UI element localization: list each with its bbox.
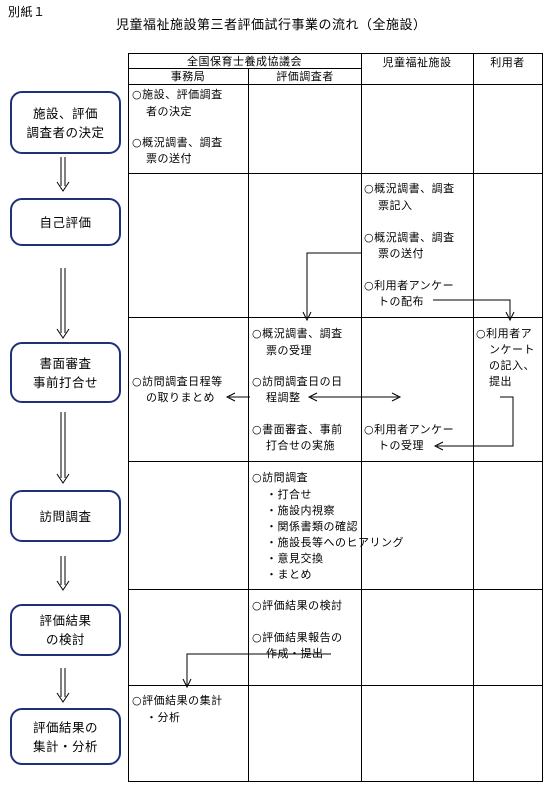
r3-user-a3: の記入、 bbox=[489, 359, 535, 372]
r6-sec-a1: ○評価結果の集計 bbox=[132, 694, 223, 707]
r5-eval-b2: 作成・提出 bbox=[266, 647, 324, 660]
header-facility: 児童福祉施設 bbox=[382, 56, 452, 69]
r3-eval-c1: ○書面審査、事前 bbox=[252, 423, 343, 436]
header-secretariat: 事務局 bbox=[170, 70, 206, 83]
r3-fac-a1: ○利用者アンケー bbox=[364, 423, 455, 436]
step-2-label: 自己評価 bbox=[39, 214, 92, 230]
step-5-line1: 評価結果 bbox=[39, 613, 92, 628]
r3-sec-a2: の取りまとめ bbox=[146, 391, 215, 404]
r3-sec-a1: ○訪問調査日程等 bbox=[132, 375, 223, 388]
r5-eval-a: ○評価結果の検討 bbox=[252, 599, 343, 612]
r1-sec-b2: 票の送付 bbox=[146, 152, 192, 165]
r2-fac-c1: ○利用者アンケー bbox=[364, 279, 455, 292]
r3-eval-b1: ○訪問調査日の日 bbox=[252, 375, 343, 388]
step-box-3: 書面審査事前打合せ bbox=[10, 342, 121, 403]
annex-label: 別紙１ bbox=[8, 5, 46, 19]
step-box-2: 自己評価 bbox=[10, 198, 121, 246]
r2-fac-c2: トの配布 bbox=[378, 295, 424, 308]
r3-eval-a2: 票の受理 bbox=[266, 344, 312, 357]
r3-eval-c2: 打合せの実施 bbox=[266, 439, 335, 452]
r4-eval-item-3: ・関係書類の確認 bbox=[266, 520, 358, 533]
double-arrow-4 bbox=[56, 556, 70, 591]
r4-eval-item-6: ・まとめ bbox=[266, 568, 312, 581]
step-box-4: 訪問調査 bbox=[10, 490, 121, 542]
header-user: 利用者 bbox=[490, 56, 525, 69]
r4-eval-a: ○訪問調査 bbox=[252, 471, 309, 484]
r1-sec-a2: 者の決定 bbox=[146, 105, 192, 118]
step-box-1: 施設、評価調査者の決定 bbox=[10, 91, 121, 154]
page-title: 児童福祉施設第三者評価試行事業の流れ（全施設） bbox=[116, 18, 427, 33]
step-3-line2: 事前打合せ bbox=[32, 374, 98, 390]
step-down-arrows bbox=[56, 157, 70, 703]
r5-eval-b1: ○評価結果報告の bbox=[252, 631, 343, 644]
header-evaluator: 評価調査者 bbox=[276, 70, 334, 83]
r1-sec-b1: ○概況調書、調査 bbox=[132, 136, 223, 149]
header-council: 全国保育士養成協議会 bbox=[187, 55, 302, 68]
r4-eval-item-1: ・打合せ bbox=[266, 488, 312, 501]
r2-fac-a1: ○概況調書、調査 bbox=[364, 182, 455, 195]
r2-fac-a2: 票記入 bbox=[378, 199, 413, 212]
step-1-line1: 施設、評価 bbox=[32, 105, 98, 121]
r4-eval-item-2: ・施設内視察 bbox=[266, 504, 335, 517]
r4-eval-item-4: ・施設長等へのヒアリング bbox=[266, 536, 404, 549]
step-5-line2: の検討 bbox=[45, 632, 85, 647]
step-4-label: 訪問調査 bbox=[39, 508, 92, 524]
r2-fac-b2: 票の送付 bbox=[378, 247, 424, 260]
r4-eval-item-5: ・意見交換 bbox=[266, 552, 324, 565]
r3-eval-b2: 程調整 bbox=[266, 391, 301, 404]
r3-user-a4: 提出 bbox=[489, 375, 512, 388]
step-6-line1: 評価結果の bbox=[32, 719, 98, 735]
r2-fac-b1: ○概況調書、調査 bbox=[364, 231, 455, 244]
r6-sec-a2: ・分析 bbox=[146, 711, 181, 724]
step-6-line2: 集計・分析 bbox=[32, 738, 98, 754]
flow-connectors bbox=[182, 252, 515, 689]
r3-user-a1: ○利用者ア bbox=[476, 327, 533, 340]
r1-sec-a1: ○施設、評価調査 bbox=[132, 88, 223, 101]
r3-user-a2: ンケート bbox=[489, 343, 535, 356]
double-arrow-5 bbox=[56, 668, 70, 703]
r3-fac-a2: トの受理 bbox=[378, 439, 424, 452]
double-arrow-1 bbox=[56, 157, 70, 192]
step-box-5: 評価結果の検討 bbox=[10, 604, 121, 656]
step-1-line2: 調査者の決定 bbox=[26, 124, 105, 140]
double-arrow-3 bbox=[56, 412, 70, 484]
step-box-6: 評価結果の集計・分析 bbox=[10, 708, 121, 765]
step-3-line1: 書面審査 bbox=[39, 355, 92, 371]
double-arrow-2 bbox=[56, 268, 70, 339]
r3-eval-a1: ○概況調書、調査 bbox=[252, 327, 343, 340]
